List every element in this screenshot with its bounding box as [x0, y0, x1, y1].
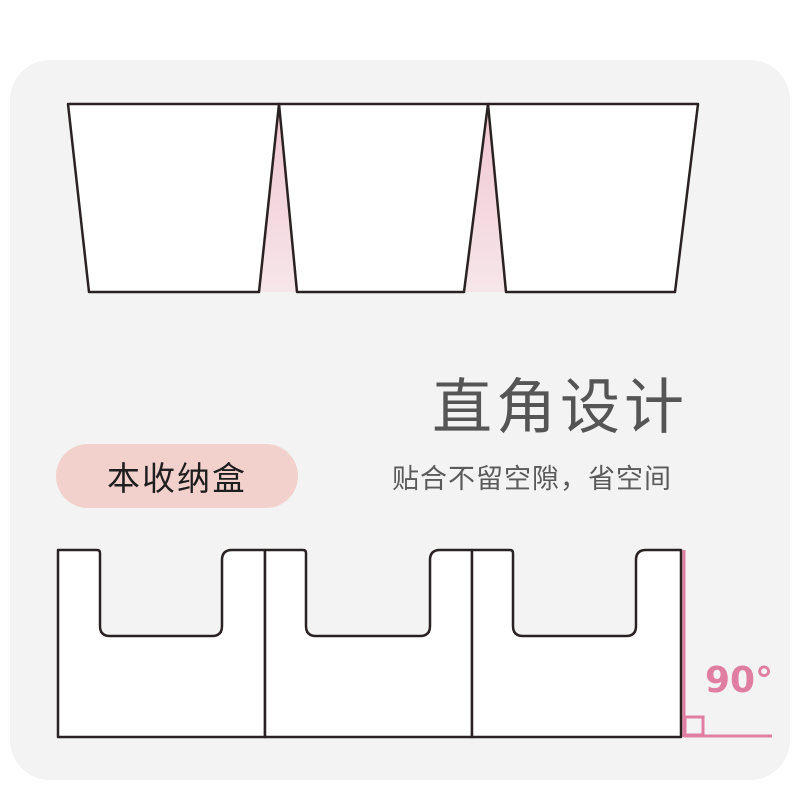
- right-angle-box-2: [263, 548, 474, 739]
- angle-label: 90°: [705, 660, 774, 701]
- page-subtitle: 贴合不留空隙，省空间: [392, 464, 672, 495]
- trapezoid-box-3: [486, 102, 700, 294]
- gap-triangles: [259, 104, 506, 292]
- trapezoid-boxes: [66, 102, 700, 294]
- page-title: 直角设计: [432, 373, 688, 443]
- trapezoid-box-1: [66, 102, 281, 294]
- right-angle-marker: [682, 550, 772, 738]
- product-badge-label: 本收纳盒: [107, 459, 247, 498]
- right-angle-box-3: [470, 548, 683, 739]
- trapezoid-box-2: [277, 102, 490, 294]
- product-badge: 本收纳盒: [56, 444, 298, 508]
- right-angle-boxes: [56, 548, 683, 739]
- right-angle-box-1: [56, 548, 267, 739]
